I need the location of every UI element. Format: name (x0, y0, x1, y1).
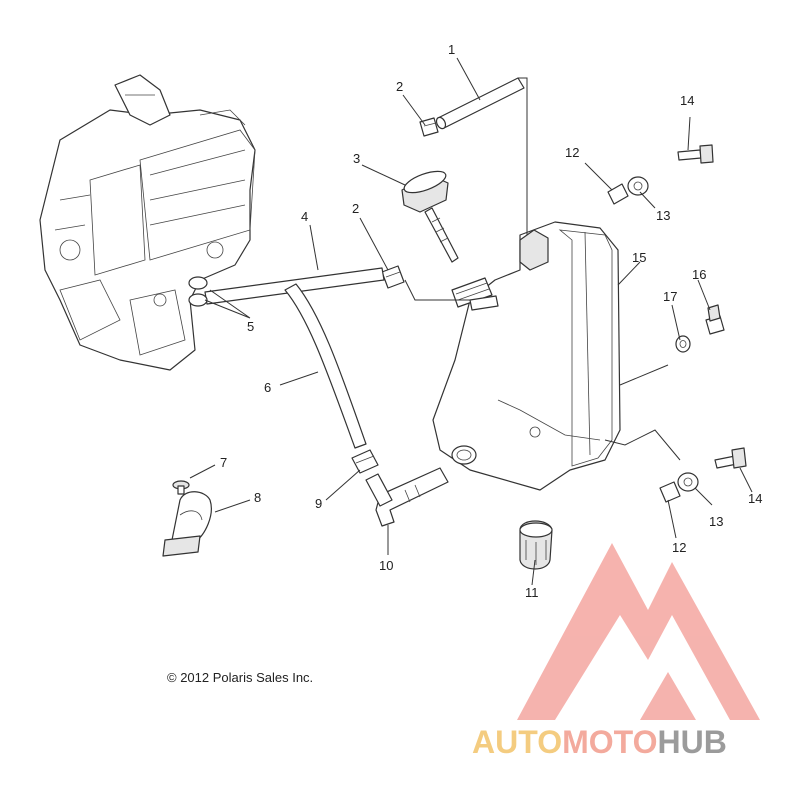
callout-9: 9 (315, 496, 322, 511)
callout-8: 8 (254, 490, 261, 505)
part-12-bushing-upper (607, 183, 629, 205)
part-2-clamp-lower (381, 265, 405, 289)
part-14-bolt-upper (677, 144, 714, 164)
part-14-bolt-lower (714, 447, 747, 469)
part-10-elbow-fitting (365, 467, 449, 527)
part-3-dipstick-cap (401, 170, 459, 263)
callout-2-upper: 2 (396, 79, 403, 94)
callout-10: 10 (379, 558, 393, 573)
copyright-notice: © 2012 Polaris Sales Inc. (167, 670, 313, 685)
watermark-word-hub: HUB (657, 724, 726, 760)
part-1-breather-hose (435, 77, 525, 130)
callout-14-lower: 14 (748, 491, 762, 506)
callout-2-lower: 2 (352, 201, 359, 216)
callout-11: 11 (525, 585, 539, 600)
callout-labels: 1 2 3 2 4 5 6 7 8 9 10 11 12 13 14 15 16… (220, 42, 762, 600)
part-9-clamp (351, 449, 379, 474)
part-2-clamp-upper (419, 117, 439, 137)
logo-triangle-mark (517, 543, 760, 720)
watermark-word-auto: AUTO (472, 724, 562, 760)
leader-lines (189, 57, 753, 586)
part-16-fitting (705, 304, 725, 335)
callout-13-upper: 13 (656, 208, 670, 223)
part-15-oil-tank (432, 221, 621, 491)
callout-14-upper: 14 (680, 93, 694, 108)
callout-3: 3 (353, 151, 360, 166)
watermark-logo: AUTOMOTOHUB (472, 543, 760, 760)
callout-7: 7 (220, 455, 227, 470)
engine-assembly (39, 74, 256, 371)
callout-4: 4 (301, 209, 308, 224)
callout-15: 15 (632, 250, 646, 265)
callout-12-upper: 12 (565, 145, 579, 160)
part-11-grommet (519, 520, 553, 570)
callout-13-lower: 13 (709, 514, 723, 529)
callout-6: 6 (264, 380, 271, 395)
callout-16: 16 (692, 267, 706, 282)
part-6-return-hose (284, 283, 367, 449)
part-5-clamps (188, 276, 208, 307)
part-12-bushing-lower (659, 481, 681, 503)
watermark-text: AUTOMOTOHUB (472, 724, 727, 760)
callout-1: 1 (448, 42, 455, 57)
watermark-word-moto: MOTO (562, 724, 657, 760)
callout-17: 17 (663, 289, 677, 304)
part-8-p-clamp (162, 491, 212, 557)
part-13-grommet-lower (677, 472, 699, 492)
callout-5: 5 (247, 319, 254, 334)
part-13-grommet-upper (627, 176, 649, 196)
callout-12-lower: 12 (672, 540, 686, 555)
part-17-washer (675, 335, 691, 353)
part-7-screw (172, 480, 190, 495)
